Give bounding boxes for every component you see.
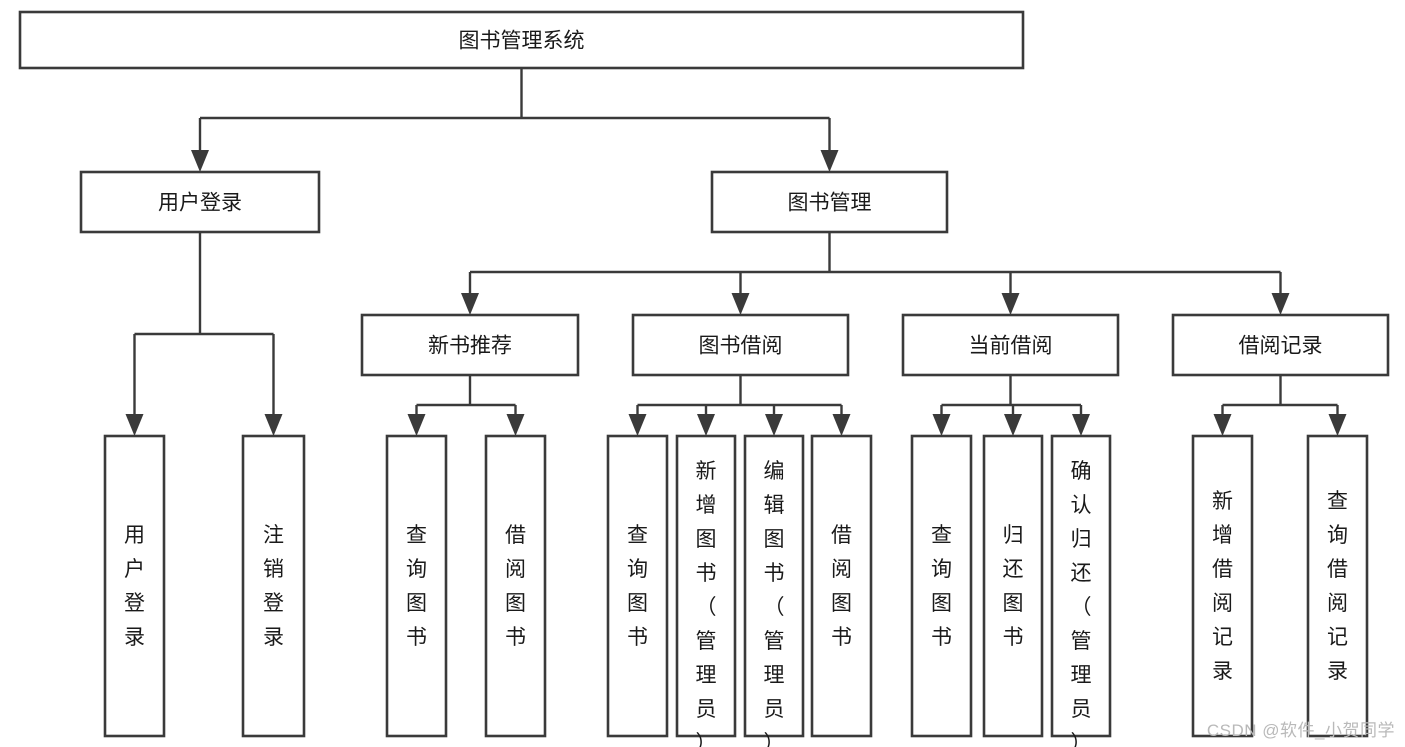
arrow-head-icon-leaf-return-book <box>1004 414 1022 436</box>
node-user-login[interactable]: 用户登录 <box>79 170 321 234</box>
node-label-leaf-user-login: 用户登录 <box>124 524 145 649</box>
arrow-head-icon-leaf-logout-login <box>264 414 283 436</box>
node-label-book-manage: 图书管理 <box>788 192 872 215</box>
node-label-root: 图书管理系统 <box>459 30 585 53</box>
node-box-leaf-borrow-book-recommend[interactable] <box>484 434 547 738</box>
node-label-book-borrow: 图书借阅 <box>699 335 783 358</box>
node-leaf-confirm-return-admin[interactable]: 确认归还（管理员） <box>1050 434 1112 747</box>
node-box-borrow-record[interactable] <box>1171 313 1390 377</box>
node-leaf-borrow-book[interactable]: 借阅图书 <box>810 434 873 738</box>
node-label-leaf-return-book: 归还图书 <box>1003 524 1024 649</box>
node-leaf-add-borrow-record[interactable]: 新增借阅记录 <box>1191 434 1254 738</box>
node-box-leaf-user-login[interactable] <box>103 434 166 738</box>
arrow-head-icon-leaf-borrow-book-recommend <box>506 414 525 436</box>
node-leaf-edit-book-admin[interactable]: 编辑图书（管理员） <box>743 434 805 747</box>
node-leaf-query-book-borrow[interactable]: 查询图书 <box>606 434 669 738</box>
node-label-leaf-query-borrow-record: 查询借阅记录 <box>1327 490 1348 683</box>
node-box-leaf-borrow-book[interactable] <box>810 434 873 738</box>
node-label-leaf-add-borrow-record: 新增借阅记录 <box>1212 490 1233 683</box>
node-label-new-book-recommend: 新书推荐 <box>428 335 512 358</box>
arrow-head-icon-leaf-query-book-current <box>932 414 951 436</box>
arrow-head-icon-current-borrow <box>1001 293 1020 315</box>
node-leaf-query-borrow-record[interactable]: 查询借阅记录 <box>1306 434 1369 738</box>
node-new-book-recommend[interactable]: 新书推荐 <box>360 313 580 377</box>
node-label-leaf-borrow-book: 借阅图书 <box>831 524 852 649</box>
arrow-head-icon-borrow-record <box>1271 293 1290 315</box>
arrow-head-icon-leaf-confirm-return-admin <box>1072 414 1090 436</box>
node-leaf-logout-login[interactable]: 注销登录 <box>241 434 306 738</box>
node-label-user-login: 用户登录 <box>158 192 242 215</box>
node-box-leaf-query-borrow-record[interactable] <box>1306 434 1369 738</box>
arrow-head-icon-leaf-query-borrow-record <box>1328 414 1347 436</box>
arrow-head-icon-leaf-query-book-borrow <box>628 414 647 436</box>
node-book-borrow[interactable]: 图书借阅 <box>631 313 850 377</box>
node-leaf-query-book-current[interactable]: 查询图书 <box>910 434 973 738</box>
node-leaf-user-login[interactable]: 用户登录 <box>103 434 166 738</box>
node-current-borrow[interactable]: 当前借阅 <box>901 313 1120 377</box>
arrow-head-icon-leaf-add-borrow-record <box>1213 414 1232 436</box>
node-box-book-manage[interactable] <box>710 170 949 234</box>
arrow-head-icon-leaf-edit-book-admin <box>765 414 783 436</box>
arrow-head-icon-leaf-query-book-recommend <box>407 414 426 436</box>
node-box-current-borrow[interactable] <box>901 313 1120 377</box>
node-box-leaf-query-book-current[interactable] <box>910 434 973 738</box>
node-box-leaf-query-book-borrow[interactable] <box>606 434 669 738</box>
node-label-leaf-confirm-return-admin: 确认归还（管理员） <box>1071 460 1092 747</box>
node-label-leaf-borrow-book-recommend: 借阅图书 <box>505 524 526 649</box>
node-root[interactable]: 图书管理系统 <box>18 10 1025 70</box>
node-label-leaf-edit-book-admin: 编辑图书（管理员） <box>764 460 785 747</box>
node-box-user-login[interactable] <box>79 170 321 234</box>
node-label-current-borrow: 当前借阅 <box>969 335 1053 358</box>
arrow-head-icon-leaf-borrow-book <box>832 414 851 436</box>
arrow-head-icon-user-login <box>191 150 209 172</box>
node-book-manage[interactable]: 图书管理 <box>710 170 949 234</box>
arrow-head-icon-leaf-add-book-admin <box>697 414 715 436</box>
node-box-leaf-return-book[interactable] <box>982 434 1044 738</box>
node-box-book-borrow[interactable] <box>631 313 850 377</box>
connector-layer <box>125 68 1347 436</box>
arrow-head-icon-book-manage <box>820 150 839 172</box>
node-box-root[interactable] <box>18 10 1025 70</box>
node-label-leaf-query-book-current: 查询图书 <box>931 524 952 649</box>
node-box-new-book-recommend[interactable] <box>360 313 580 377</box>
node-box-leaf-add-book-admin[interactable] <box>675 434 737 738</box>
node-borrow-record[interactable]: 借阅记录 <box>1171 313 1390 377</box>
node-label-leaf-query-book-borrow: 查询图书 <box>627 524 648 649</box>
node-label-leaf-logout-login: 注销登录 <box>263 524 284 649</box>
node-leaf-add-book-admin[interactable]: 新增图书（管理员） <box>675 434 737 747</box>
node-label-borrow-record: 借阅记录 <box>1239 335 1323 358</box>
node-box-leaf-confirm-return-admin[interactable] <box>1050 434 1112 738</box>
node-label-leaf-add-book-admin: 新增图书（管理员） <box>696 460 717 747</box>
node-layer: 图书管理系统用户登录图书管理新书推荐图书借阅当前借阅借阅记录用户登录注销登录查询… <box>18 10 1390 747</box>
arrow-head-icon-book-borrow <box>731 293 750 315</box>
node-label-leaf-query-book-recommend: 查询图书 <box>406 524 427 649</box>
node-box-leaf-add-borrow-record[interactable] <box>1191 434 1254 738</box>
node-box-leaf-logout-login[interactable] <box>241 434 306 738</box>
arrow-head-icon-leaf-user-login <box>125 414 144 436</box>
csdn-watermark: CSDN @软件_小贺同学 <box>1206 721 1395 740</box>
node-box-leaf-edit-book-admin[interactable] <box>743 434 805 738</box>
node-leaf-return-book[interactable]: 归还图书 <box>982 434 1044 738</box>
arrow-head-icon-new-book-recommend <box>461 293 479 315</box>
node-box-leaf-query-book-recommend[interactable] <box>385 434 448 738</box>
node-leaf-query-book-recommend[interactable]: 查询图书 <box>385 434 448 738</box>
node-leaf-borrow-book-recommend[interactable]: 借阅图书 <box>484 434 547 738</box>
